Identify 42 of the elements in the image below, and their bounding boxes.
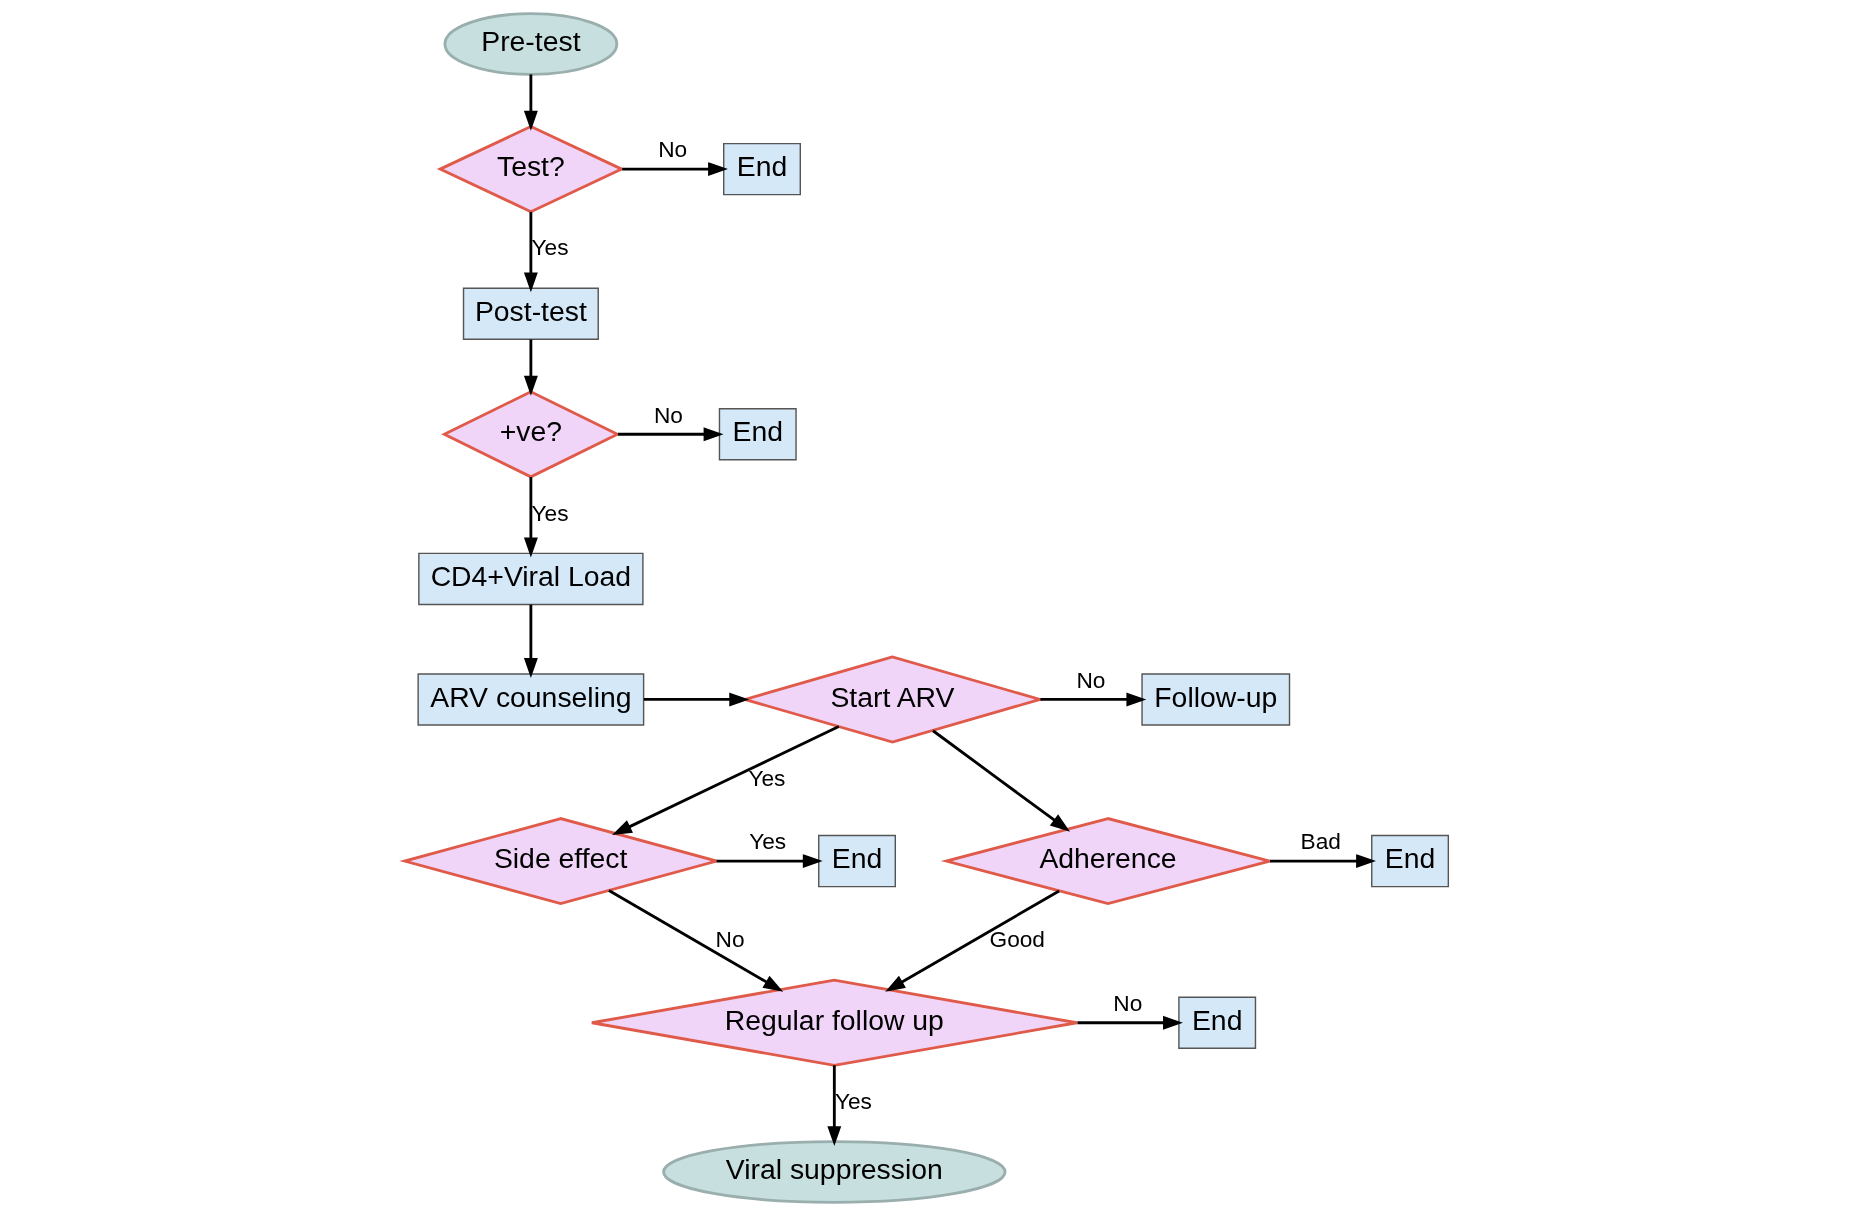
arrow xyxy=(716,854,823,869)
arrow xyxy=(931,729,1070,832)
node-box: Post-test xyxy=(462,287,599,340)
arrow xyxy=(621,162,728,177)
node-diamond: +ve? xyxy=(440,390,621,479)
node-ellipse: Viral suppression xyxy=(661,1140,1006,1204)
arrow xyxy=(523,211,538,293)
node-box: CD4+Viral Load xyxy=(417,552,644,606)
arrow xyxy=(523,604,538,678)
node-diamond: Regular follow up xyxy=(589,978,1078,1067)
arrow xyxy=(1269,854,1376,869)
arrow xyxy=(1039,692,1146,707)
arrow xyxy=(617,427,723,442)
node-diamond: Test? xyxy=(436,125,625,214)
node-box: End xyxy=(817,834,896,888)
edge-label: Yes xyxy=(748,828,786,855)
arrow xyxy=(607,889,783,992)
edge-label: Yes xyxy=(531,499,569,526)
node-box: Follow-up xyxy=(1140,673,1290,726)
edge-label: No xyxy=(715,926,745,953)
edge-label: No xyxy=(653,401,683,428)
edge-label: No xyxy=(1112,990,1142,1017)
arrow xyxy=(523,477,538,558)
arrow xyxy=(611,725,839,836)
edge-label: Yes xyxy=(531,234,569,261)
arrow xyxy=(884,889,1060,992)
arrow xyxy=(826,1065,841,1147)
arrow xyxy=(523,339,538,396)
node-ellipse: Pre-test xyxy=(443,12,618,76)
edge-label: Yes xyxy=(747,764,785,791)
node-box: End xyxy=(722,142,801,196)
edge-label: Bad xyxy=(1300,828,1341,855)
edge-label: No xyxy=(657,136,687,163)
arrow xyxy=(1076,1015,1183,1030)
node-box: End xyxy=(1370,834,1449,888)
arrow xyxy=(643,692,749,707)
node-box: End xyxy=(718,408,797,461)
arrow xyxy=(523,74,538,131)
edge-label: No xyxy=(1076,666,1105,693)
edge-label: Good xyxy=(989,926,1045,953)
node-box: End xyxy=(1177,996,1256,1049)
node-box: ARV counseling xyxy=(416,673,644,726)
